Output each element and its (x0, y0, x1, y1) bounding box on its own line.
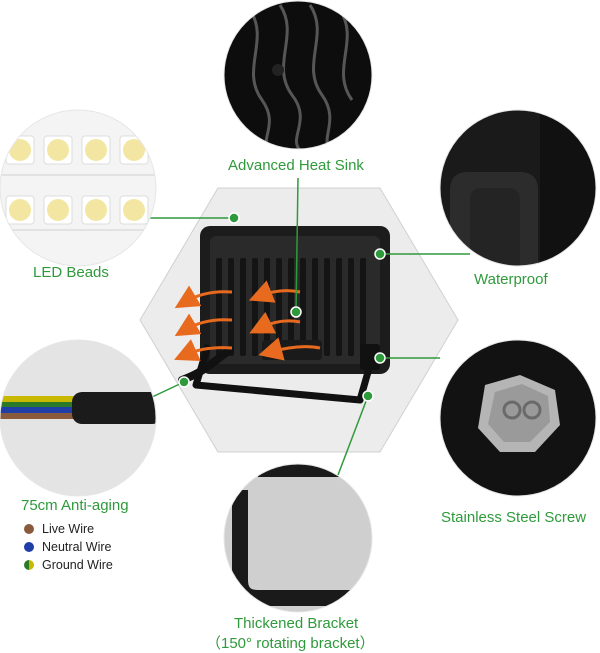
label-led-beads: LED Beads (33, 264, 109, 281)
neutral-wire-dot-icon (24, 542, 34, 552)
legend-label: Ground Wire (42, 558, 113, 572)
live-wire-dot-icon (24, 524, 34, 534)
label-bracket-title: Thickened Bracket (234, 615, 359, 632)
callout-dots (178, 212, 386, 402)
cable-detail (0, 340, 156, 496)
led-bead-row-2 (5, 195, 149, 225)
legend-label: Neutral Wire (42, 540, 112, 554)
label-heat-sink: Advanced Heat Sink (228, 157, 364, 174)
led-beads-detail (0, 110, 156, 266)
label-waterproof: Waterproof (474, 271, 548, 288)
heat-flow-arrows (174, 280, 321, 362)
legend-label: Live Wire (42, 522, 95, 536)
callout-lines (149, 177, 470, 476)
label-screw: Stainless Steel Screw (441, 509, 587, 526)
legend-ground-wire: Ground Wire (24, 556, 113, 574)
heat-sink-detail (224, 1, 372, 149)
legend-live-wire: Live Wire (24, 520, 113, 538)
legend-neutral-wire: Neutral Wire (24, 538, 113, 556)
wire-legend: Live Wire Neutral Wire Ground Wire (24, 520, 113, 574)
led-bead-row-1 (5, 135, 149, 165)
floodlight-body (178, 226, 390, 404)
screw-detail (440, 340, 596, 496)
label-bracket-subtitle: （150° rotating bracket） (206, 635, 375, 652)
label-cable: 75cm Anti-aging (21, 497, 129, 514)
waterproof-detail (440, 110, 596, 266)
bracket-detail (224, 464, 372, 612)
ground-wire-dot-icon (24, 560, 34, 570)
